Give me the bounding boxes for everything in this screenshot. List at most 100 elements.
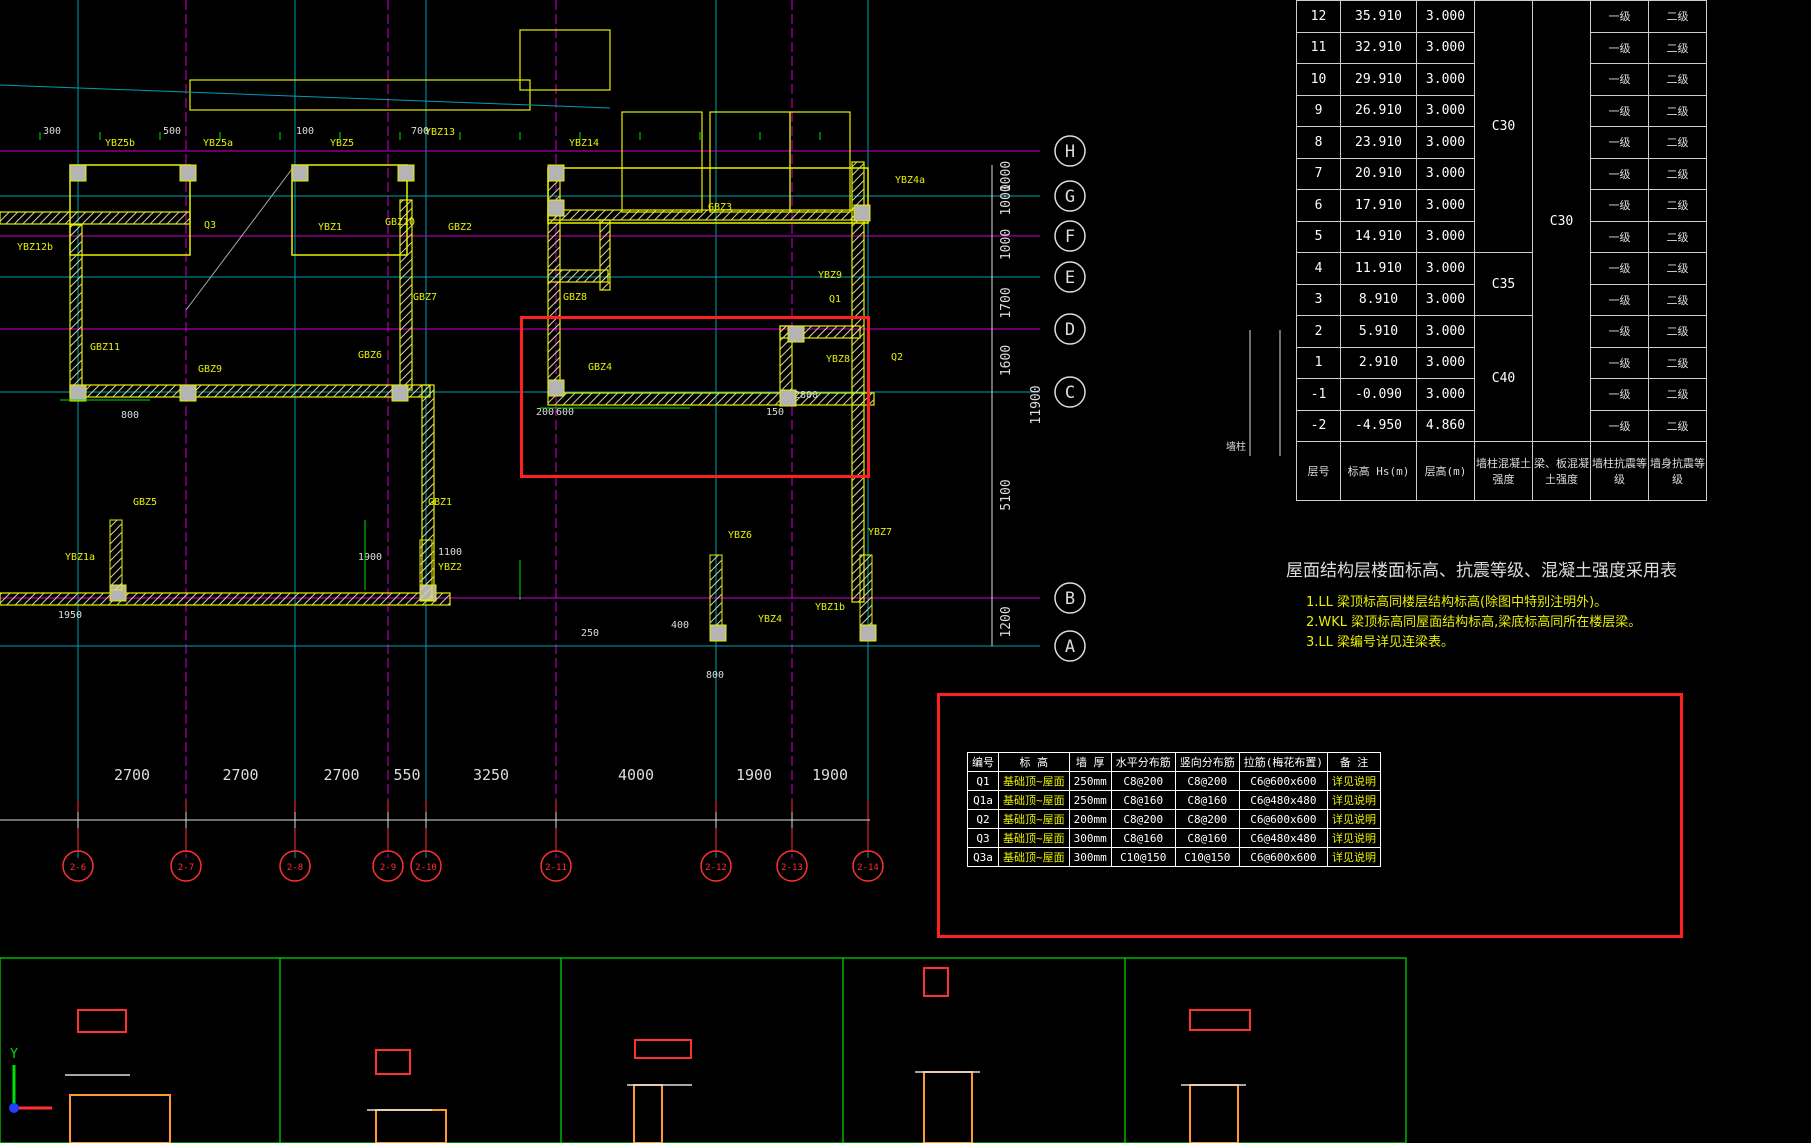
dimension-text: 1900 [358,552,382,563]
wall-tag: YBZ1 [318,222,342,233]
wall-outline [69,164,191,256]
wall-table-cell: 200mm [1068,809,1112,829]
floor-height: 3.000 [1416,346,1475,379]
wall-tag: GBZ9 [198,364,222,375]
floor-table-note: 3.LL 梁编号详见连梁表。 [1306,635,1455,650]
wall-table-cell: C8@160 [1174,828,1240,848]
floor-height: 3.000 [1416,220,1475,253]
seismic-grade: 二级 [1648,283,1707,316]
floor-elevation: 26.910 [1340,94,1417,127]
axis-bubble-col [700,850,732,882]
floor-number: 7 [1296,157,1341,190]
seismic-grade: 一级 [1590,409,1649,442]
wall-tag: GBZ8 [563,292,587,303]
dimension-text: 5100 [999,479,1014,510]
wall-table-cell: C6@480x480 [1238,790,1329,810]
floor-height: 3.000 [1416,252,1475,285]
seismic-grade: 二级 [1648,378,1707,411]
floor-number: 12 [1296,0,1341,33]
floor-elevation: 11.910 [1340,252,1417,285]
wall-table-cell: 详见说明 [1327,790,1381,810]
wall-tag: YBZ2 [438,562,462,573]
selection-box-table[interactable] [937,693,1683,938]
wall-table-header: 拉筋(梅花布置) [1238,752,1329,772]
shear-wall [547,269,609,283]
shear-wall [0,211,191,225]
concrete-column [547,199,565,217]
wall-table-cell: 详见说明 [1327,771,1381,791]
axis-label-col: 2-9 [380,863,396,873]
dimension-text: 2800 [794,390,818,401]
shear-wall [859,554,873,626]
shear-wall [109,519,123,591]
floor-number: 6 [1296,189,1341,222]
floor-number: 9 [1296,94,1341,127]
floor-table-note: 1.LL 梁顶标高同楼层结构标高(除图中特别注明外)。 [1306,595,1608,610]
floor-number: 4 [1296,252,1341,285]
detail-section [375,1049,411,1075]
floor-table-note: 2.WKL 梁顶标高同屋面结构标高,梁底标高同所在楼层梁。 [1306,615,1642,630]
axis-bubble-row [1054,582,1086,614]
floor-number: 8 [1296,126,1341,159]
wall-table-cell: C6@600x600 [1238,847,1329,867]
wall-tag: YBZ1b [815,602,845,613]
seismic-grade: 二级 [1648,409,1707,442]
selection-box-plan[interactable] [520,316,870,478]
wall-table-cell: 基础顶~屋面 [998,790,1070,810]
ucs-axis-label: Y [10,1047,18,1062]
dimension-text: 1700 [999,287,1014,318]
dimension-text: 550 [393,766,420,784]
concrete-column [397,164,415,182]
floor-table-title: 屋面结构层楼面标高、抗震等级、混凝土强度采用表 [1286,561,1677,581]
wall-table-cell: C8@200 [1110,771,1176,791]
axis-label-col: 2-13 [781,863,803,873]
floor-height: 3.000 [1416,126,1475,159]
floor-table-header: 层高(m) [1416,441,1475,501]
floor-elevation: 17.910 [1340,189,1417,222]
concrete-column [547,379,565,397]
seismic-grade: 一级 [1590,189,1649,222]
axis-label-row: E [1065,268,1075,288]
dimension-text: 250 [581,628,599,639]
shear-wall [419,539,433,601]
dimension-text: 1100 [438,547,462,558]
ucs-icon [9,1103,19,1113]
dimension-text: 600 [556,407,574,418]
dimension-text: 11900 [1029,385,1044,424]
dimension-text: 700 [411,126,429,137]
axis-bubble-row [1054,261,1086,293]
seismic-grade: 二级 [1648,220,1707,253]
concrete-grade-wall: C40 [1474,315,1533,442]
floor-elevation: 5.910 [1340,315,1417,348]
axis-bubble-row [1054,135,1086,167]
seismic-grade: 二级 [1648,0,1707,33]
axis-label-row: A [1065,637,1075,657]
floor-table-header: 标高 Hs(m) [1340,441,1417,501]
wall-tag: GBZ3 [708,202,732,213]
concrete-grade-beam: C30 [1532,0,1591,442]
wall-outline [189,79,531,111]
floor-elevation: 20.910 [1340,157,1417,190]
shear-wall [851,161,865,603]
wall-tag: YBZ1a [65,552,95,563]
detail-section [923,1071,973,1143]
axis-bubble-row [1054,220,1086,252]
floor-height: 3.000 [1416,157,1475,190]
dimension-text: 1000 [999,229,1014,260]
floor-table-section-label: 墙柱 [1226,440,1246,453]
dimension-text: 500 [163,126,181,137]
detail-section [923,967,949,997]
axis-label-col: 2-12 [705,863,727,873]
dimension-text: 1950 [58,610,82,621]
detail-section [1189,1084,1239,1143]
drawing-line [0,84,611,109]
detail-section [77,1009,127,1033]
wall-table-cell: C6@600x600 [1238,809,1329,829]
concrete-grade-wall: C30 [1474,0,1533,253]
